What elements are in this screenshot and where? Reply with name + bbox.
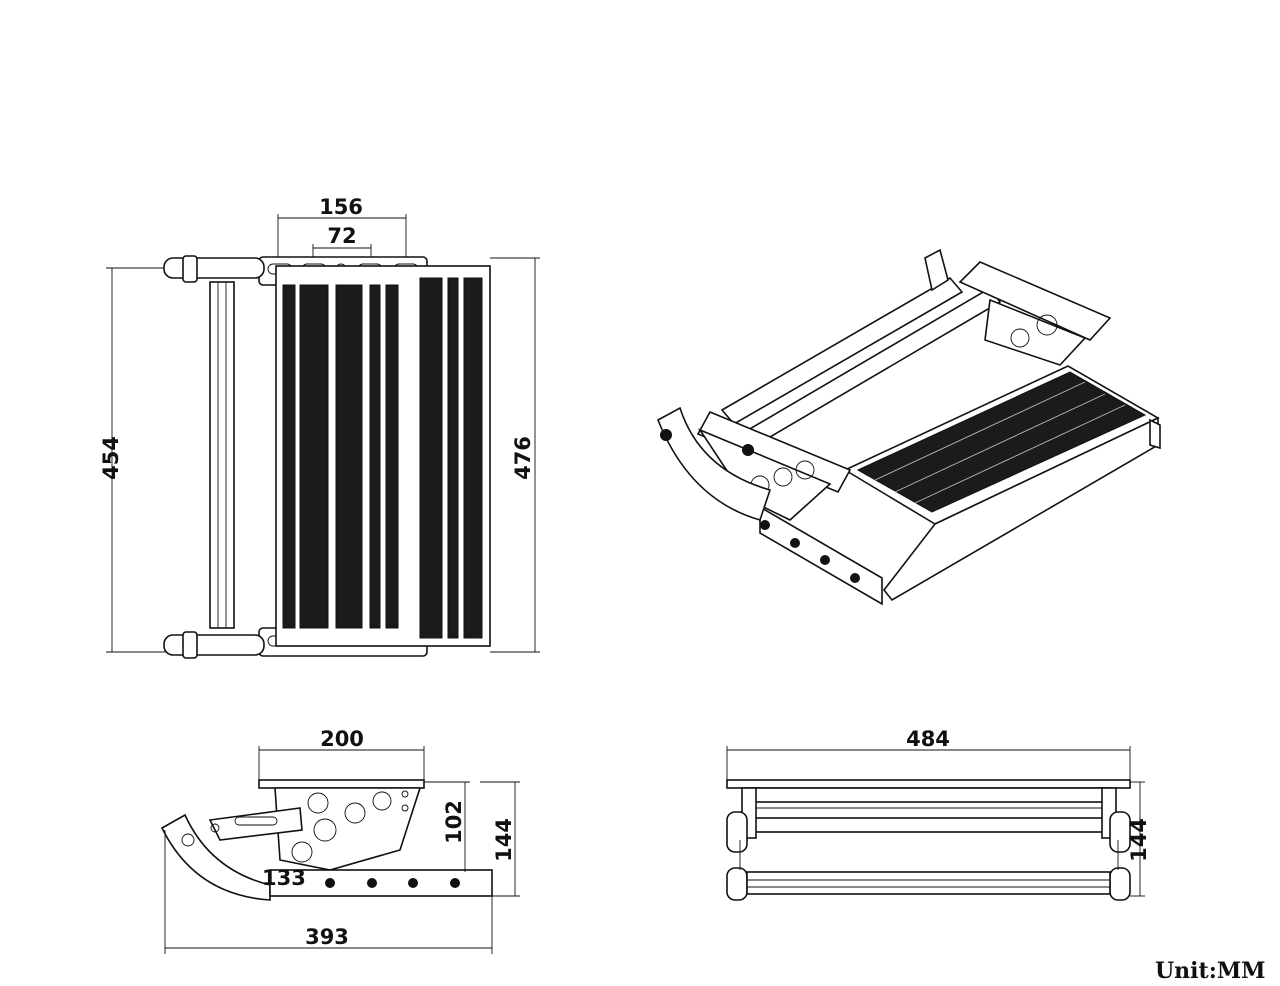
dim-102-label: 102 (442, 800, 466, 844)
isometric-view (656, 248, 1161, 606)
dim-454-label: 454 (99, 436, 123, 480)
dim-144-side-label: 144 (492, 818, 516, 862)
dim-72-label: 72 (327, 224, 356, 248)
front-view: 484 144 (726, 727, 1151, 901)
unit-label: Unit:MM (1155, 958, 1266, 984)
dim-156-label: 156 (319, 195, 363, 219)
top-view: 454 476 156 72 (99, 195, 540, 659)
dim-144-front-label: 144 (1127, 818, 1151, 862)
dim-200-label: 200 (320, 727, 364, 751)
dim-476-label: 476 (511, 436, 535, 480)
dim-484-label: 484 (906, 727, 950, 751)
dim-133-label: 133 (262, 866, 306, 890)
side-view: 200 133 102 144 (160, 727, 520, 954)
dim-393-label: 393 (305, 925, 349, 949)
